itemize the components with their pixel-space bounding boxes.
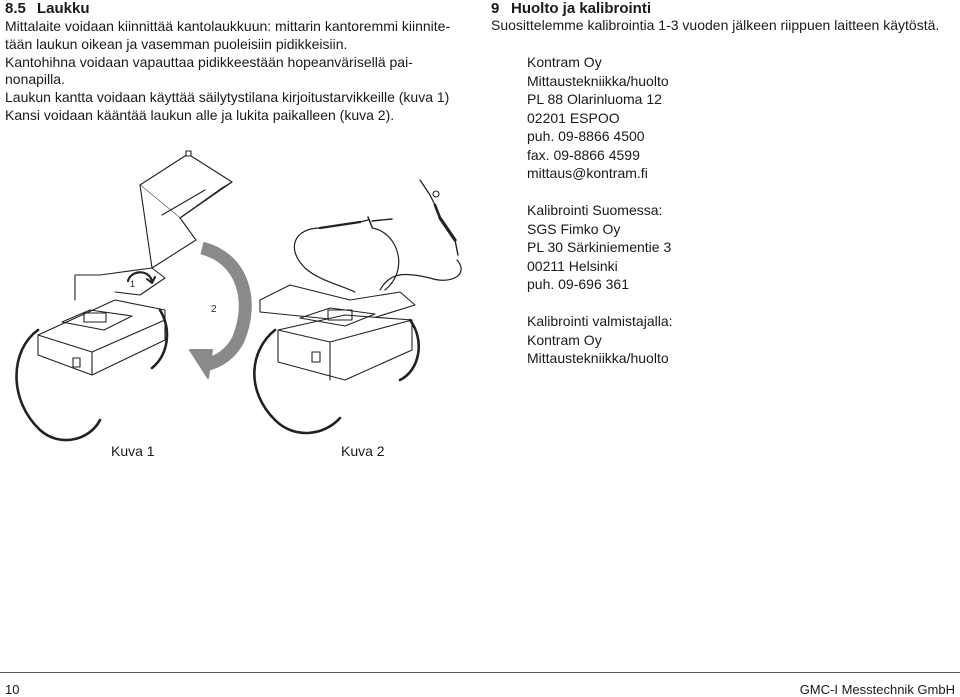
contact-line: mittaus@kontram.fi — [527, 165, 648, 181]
text-line: Kansi voidaan kääntää laukun alle ja luk… — [5, 106, 395, 123]
contact-line: PL 88 Olarinluoma 12 — [527, 91, 662, 107]
contact-calibration-manufacturer: Kalibrointi valmistajalla: Kontram Oy Mi… — [527, 312, 673, 368]
carrying-case-illustration: 1 2 — [15, 150, 462, 442]
step-1-label: 1 — [130, 279, 135, 289]
contact-line: Kalibrointi valmistajalla: — [527, 313, 673, 329]
text-line: Laukun kantta voidaan käyttää säilytysti… — [5, 89, 450, 106]
case-description: Mittalaite voidaan kiinnittää kantolaukk… — [5, 18, 450, 125]
calibration-intro: Suosittelemme kalibrointia 1-3 vuoden jä… — [491, 17, 940, 33]
page-number: 10 — [5, 682, 20, 697]
contact-line: Mittaustekniikka/huolto — [527, 350, 669, 366]
section-heading-8-5: 8.5 Laukku — [5, 0, 90, 17]
section-number: 8.5 — [5, 0, 26, 17]
contact-line: Kontram Oy — [527, 331, 602, 348]
footer-company: GMC-I Messtechnik GmbH — [799, 682, 955, 697]
contact-kontram: Kontram Oy Mittaustekniikka/huolto PL 88… — [527, 53, 669, 183]
step-2-label: 2 — [211, 304, 217, 315]
case-figure-2 — [253, 179, 462, 435]
contact-line: fax. 09-8866 4599 — [527, 146, 640, 163]
contact-line: Kalibrointi Suomessa: — [527, 202, 663, 218]
contact-line: puh. 09-8866 4500 — [527, 128, 645, 144]
text-line: Kantohihna voidaan vapauttaa pidikkeestä… — [5, 53, 413, 70]
contact-line: 02201 ESPOO — [527, 109, 620, 126]
caption-figure-1: Kuva 1 — [111, 443, 155, 459]
contact-line: 00211 Helsinki — [527, 257, 618, 274]
caption-figure-2: Kuva 2 — [341, 443, 385, 459]
contact-line: puh. 09-696 361 — [527, 276, 629, 292]
contact-line: PL 30 Särkiniementie 3 — [527, 239, 672, 255]
section-title: Huolto ja kalibrointi — [511, 0, 652, 17]
section-heading-9: 9 Huolto ja kalibrointi — [491, 0, 651, 17]
contact-calibration-finland: Kalibrointi Suomessa: SGS Fimko Oy PL 30… — [527, 201, 671, 294]
contact-line: Kontram Oy — [527, 54, 602, 70]
contact-line: SGS Fimko Oy — [527, 220, 621, 237]
text-line: tään laukun oikean ja vasemman puoleisii… — [5, 35, 348, 52]
case-figure-1: 1 — [15, 150, 233, 442]
rotate-arrow-icon: 2 — [189, 241, 252, 379]
contact-line: Mittaustekniikka/huolto — [527, 72, 669, 89]
footer-divider — [0, 672, 960, 673]
text-line: nonapilla. — [5, 71, 65, 88]
section-number: 9 — [491, 0, 500, 17]
section-title: Laukku — [37, 0, 90, 17]
text-line: Mittalaite voidaan kiinnittää kantolaukk… — [5, 18, 451, 34]
